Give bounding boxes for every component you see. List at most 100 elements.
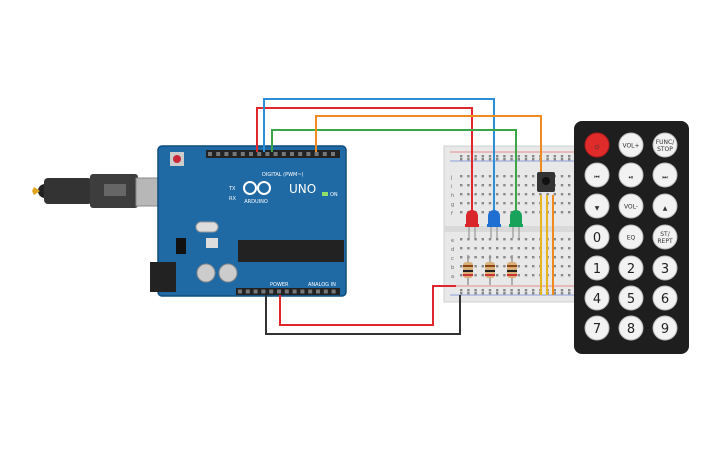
svg-text:9: 9 — [661, 322, 669, 337]
svg-text:▲: ▲ — [663, 205, 668, 212]
remote-one-button[interactable]: 1 — [584, 255, 610, 281]
row-label: h — [451, 193, 454, 199]
pin-7[interactable] — [273, 152, 278, 156]
dc-jack — [150, 262, 176, 292]
pin-2[interactable] — [314, 152, 319, 156]
resistor-1 — [463, 255, 473, 285]
row-label: b — [451, 265, 454, 271]
pin-GND[interactable] — [216, 152, 221, 156]
pin-13[interactable] — [224, 152, 229, 156]
black-wire-gnd — [265, 295, 461, 335]
pin-Vin[interactable] — [284, 289, 289, 294]
remote-vol-up-button[interactable]: VOL+ — [618, 132, 644, 158]
svg-text:8: 8 — [627, 322, 635, 337]
resistor-2 — [485, 255, 495, 285]
pin-8[interactable] — [265, 152, 270, 156]
pin-~6[interactable] — [281, 152, 286, 156]
remote-six-button[interactable]: 6 — [652, 285, 678, 311]
remote-four-button[interactable]: 4 — [584, 285, 610, 311]
resistor-3 — [507, 255, 517, 285]
row-label: c — [451, 256, 454, 262]
remote-down-button[interactable]: ▼ — [584, 193, 610, 219]
pin-~3[interactable] — [306, 152, 311, 156]
arduino-model: UNO — [289, 182, 316, 196]
row-label: j — [450, 175, 452, 181]
remote-three-button[interactable]: 3 — [652, 255, 678, 281]
pin-3.3V[interactable] — [253, 289, 258, 294]
remote-func-stop-button[interactable]: FUNC/STOP — [652, 132, 678, 158]
pin-~5[interactable] — [290, 152, 294, 156]
pin-A5[interactable] — [331, 289, 336, 294]
arduino-brand: ARDUINO — [244, 199, 268, 205]
svg-text:7: 7 — [593, 322, 601, 337]
pin-~11[interactable] — [240, 152, 245, 156]
analog-label: ANALOG IN — [308, 282, 336, 288]
remote-up-button[interactable]: ▲ — [652, 193, 678, 219]
svg-text:VOL+: VOL+ — [622, 143, 639, 150]
svg-text:2: 2 — [627, 262, 635, 277]
svg-text:▼: ▼ — [595, 205, 600, 212]
pin-GND[interactable] — [269, 289, 274, 294]
svg-text:EQ: EQ — [627, 235, 636, 242]
led-group — [465, 210, 523, 238]
remote-next-button[interactable]: ⏭ — [652, 162, 678, 188]
remote-prev-button[interactable]: ⏮ — [584, 162, 610, 188]
resistors — [463, 255, 517, 285]
remote-seven-button[interactable]: 7 — [584, 315, 610, 341]
svg-text:REPT: REPT — [657, 238, 673, 245]
pin-A3[interactable] — [316, 289, 320, 294]
orange-wire-pin3 — [315, 115, 542, 172]
pin-~10[interactable] — [249, 152, 253, 156]
power-label: POWER — [270, 282, 289, 288]
svg-text:⏻: ⏻ — [595, 144, 600, 151]
pin-GND[interactable] — [277, 289, 281, 294]
pin-RESET[interactable] — [245, 289, 250, 294]
remote-zero-button[interactable]: 0 — [584, 224, 610, 250]
remote-two-button[interactable]: 2 — [618, 255, 644, 281]
red-led — [465, 210, 479, 238]
svg-text:0: 0 — [593, 231, 601, 246]
pin-~9[interactable] — [257, 152, 262, 156]
svg-text:6: 6 — [661, 292, 669, 307]
pin-TX→1[interactable] — [322, 152, 327, 156]
svg-text:1: 1 — [593, 262, 601, 277]
row-label: e — [451, 238, 454, 244]
green-wire-pin9 — [271, 129, 517, 212]
pin-12[interactable] — [232, 152, 237, 156]
row-label: d — [451, 247, 454, 253]
pin-RX←0[interactable] — [331, 152, 335, 156]
remote-five-button[interactable]: 5 — [618, 285, 644, 311]
svg-text:FUNC/: FUNC/ — [656, 139, 676, 146]
row-label: i — [451, 184, 452, 190]
pin-IOREF[interactable] — [238, 289, 242, 294]
remote-vol-down-button[interactable]: VOL- — [618, 193, 644, 219]
svg-text:STOP: STOP — [657, 146, 673, 153]
red-wire-pin11 — [256, 107, 473, 212]
remote-play-pause-button[interactable]: ⏯ — [618, 162, 644, 188]
tx-label: TX — [228, 186, 236, 192]
svg-text:VOL-: VOL- — [624, 204, 638, 211]
on-label: ON — [330, 192, 338, 198]
usb-cable — [32, 174, 169, 208]
svg-text:⏮: ⏮ — [594, 174, 600, 181]
remote-eq-button[interactable]: EQ — [618, 224, 644, 250]
remote-nine-button[interactable]: 9 — [652, 315, 678, 341]
digital-header — [206, 150, 340, 158]
svg-text:⏭: ⏭ — [662, 174, 668, 181]
pin-AREF[interactable] — [208, 152, 212, 156]
pin-A0[interactable] — [292, 289, 297, 294]
pin-5V[interactable] — [261, 289, 266, 294]
row-label: a — [451, 274, 454, 280]
arduino-uno-board[interactable]: ARDUINO UNO TX RX ON DIGITAL (PWM~) POWE… — [150, 145, 347, 297]
pin-4[interactable] — [298, 152, 303, 156]
svg-text:ST/: ST/ — [660, 231, 670, 238]
pin-A2[interactable] — [308, 289, 313, 294]
remote-power-button[interactable]: ⏻ — [584, 132, 610, 158]
rx-label: RX — [229, 196, 236, 202]
pin-A1[interactable] — [300, 289, 305, 294]
pin-A4[interactable] — [323, 289, 328, 294]
remote-st-rept-button[interactable]: ST/REPT — [652, 224, 678, 250]
remote-eight-button[interactable]: 8 — [618, 315, 644, 341]
